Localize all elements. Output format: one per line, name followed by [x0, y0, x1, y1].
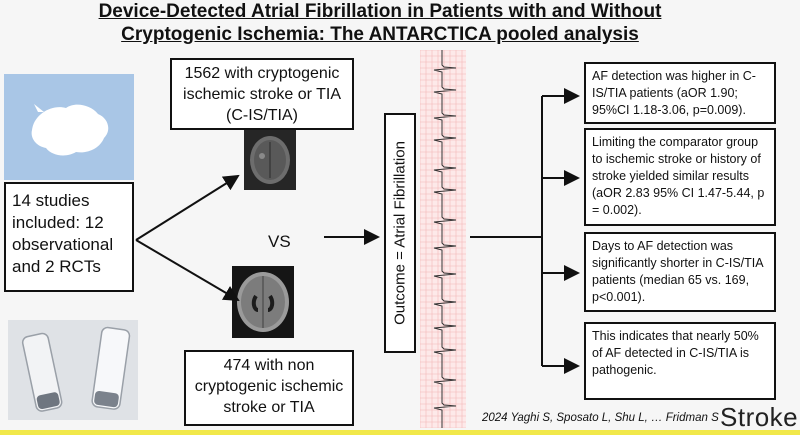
ecg-strip: [420, 50, 466, 428]
result-text-2: Limiting the comparator group to ischemi…: [592, 135, 765, 217]
result-text-1: AF detection was higher in C-IS/TIA pati…: [592, 69, 756, 117]
cryptogenic-cohort-box: 1562 with cryptogenic ischemic stroke or…: [170, 58, 354, 130]
non-cryptogenic-cohort-text: 474 with non cryptogenic ischemic stroke…: [194, 357, 344, 416]
vs-label: VS: [268, 232, 291, 251]
studies-text: 14 studies included: 12 observational an…: [12, 191, 114, 276]
result-text-3: Days to AF detection was significantly s…: [592, 239, 763, 304]
brain-mri-icon: [232, 266, 294, 338]
result-text-4: This indicates that nearly 50% of AF det…: [592, 329, 759, 377]
page-title: Device-Detected Atrial Fibrillation in P…: [0, 0, 760, 46]
studies-box: 14 studies included: 12 observational an…: [4, 182, 134, 292]
result-box-1: AF detection was higher in C-IS/TIA pati…: [584, 62, 776, 124]
accent-bar: [0, 430, 800, 435]
citation: 2024 Yaghi S, Sposato L, Shu L, … Fridma…: [482, 412, 719, 424]
brain-mri-icon: [244, 130, 296, 190]
result-box-4: This indicates that nearly 50% of AF det…: [584, 322, 776, 400]
non-cryptogenic-cohort-box: 474 with non cryptogenic ischemic stroke…: [184, 350, 354, 426]
cardiac-monitor-devices-icon: [8, 320, 138, 420]
title-line-1: Device-Detected Atrial Fibrillation in P…: [98, 1, 662, 22]
outcome-box: Outcome = Atrial Fibrillation: [384, 113, 416, 353]
result-box-3: Days to AF detection was significantly s…: [584, 232, 776, 312]
antarctica-flag-icon: [4, 74, 134, 180]
ecg-trace: [433, 50, 457, 428]
outcome-text: Outcome = Atrial Fibrillation: [391, 141, 409, 325]
journal-logo: Stroke: [720, 402, 799, 432]
cryptogenic-cohort-text: 1562 with cryptogenic ischemic stroke or…: [183, 65, 341, 124]
title-line-2: Cryptogenic Ischemia: The ANTARCTICA poo…: [121, 24, 639, 45]
result-box-2: Limiting the comparator group to ischemi…: [584, 128, 776, 226]
